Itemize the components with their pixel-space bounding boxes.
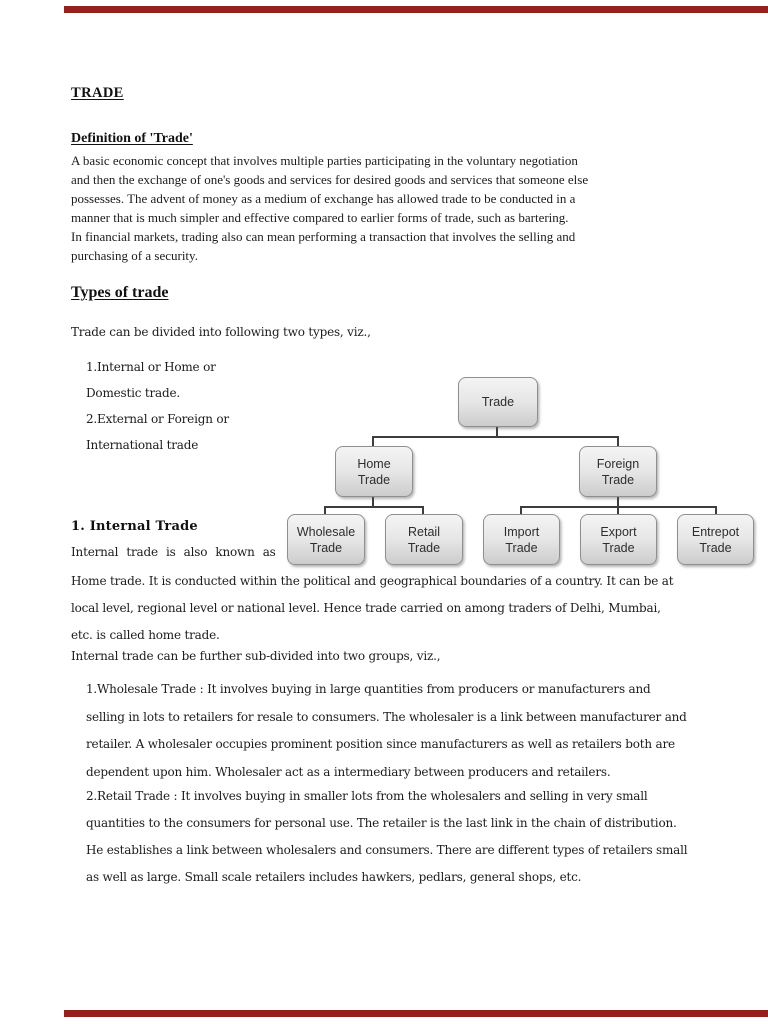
diagram-node-foreign-trade: Foreign Trade xyxy=(579,446,657,497)
internal-trade-heading: 1. Internal Trade xyxy=(71,519,198,534)
retail-trade-paragraph: 2.Retail Trade : It involves buying in s… xyxy=(86,789,688,884)
types-intro-text: Trade can be divided into following two … xyxy=(71,325,371,339)
connector-home-stem xyxy=(372,497,374,508)
connector-level1-horizontal xyxy=(372,436,619,438)
internal-trade-intro-line: Internal trade is also known as xyxy=(71,545,276,559)
top-page-edge-bar xyxy=(64,6,768,13)
definition-heading: Definition of 'Trade' xyxy=(71,131,193,146)
diagram-node-export-trade: Export Trade xyxy=(580,514,657,565)
diagram-node-retail-trade: Retail Trade xyxy=(385,514,463,565)
connector-foreign-stem xyxy=(617,497,619,508)
document-title: TRADE xyxy=(71,85,124,101)
subdivision-intro-text: Internal trade can be further sub-divide… xyxy=(71,649,441,663)
wholesale-trade-paragraph: 1.Wholesale Trade : It involves buying i… xyxy=(86,682,687,779)
diagram-node-trade: Trade xyxy=(458,377,538,427)
connector-home-horizontal xyxy=(324,506,424,508)
diagram-node-home-trade: Home Trade xyxy=(335,446,413,497)
types-list: 1.Internal or Home or Domestic trade. 2.… xyxy=(86,360,229,452)
connector-wholesale-drop xyxy=(324,506,326,515)
connector-foreign-drop xyxy=(617,436,619,446)
connector-trade-stem xyxy=(496,427,498,437)
connector-retail-drop xyxy=(422,506,424,515)
diagram-node-wholesale-trade: Wholesale Trade xyxy=(287,514,365,565)
bottom-page-edge-bar xyxy=(64,1010,768,1017)
internal-trade-paragraph: Home trade. It is conducted within the p… xyxy=(71,574,674,642)
connector-entrepot-drop xyxy=(715,506,717,515)
connector-import-drop xyxy=(520,506,522,515)
diagram-node-import-trade: Import Trade xyxy=(483,514,560,565)
diagram-node-entrepot-trade: Entrepot Trade xyxy=(677,514,754,565)
connector-home-drop xyxy=(372,436,374,446)
connector-export-drop xyxy=(617,506,619,515)
definition-paragraph: A basic economic concept that involves m… xyxy=(71,153,589,263)
types-of-trade-heading: Types of trade xyxy=(71,284,169,301)
